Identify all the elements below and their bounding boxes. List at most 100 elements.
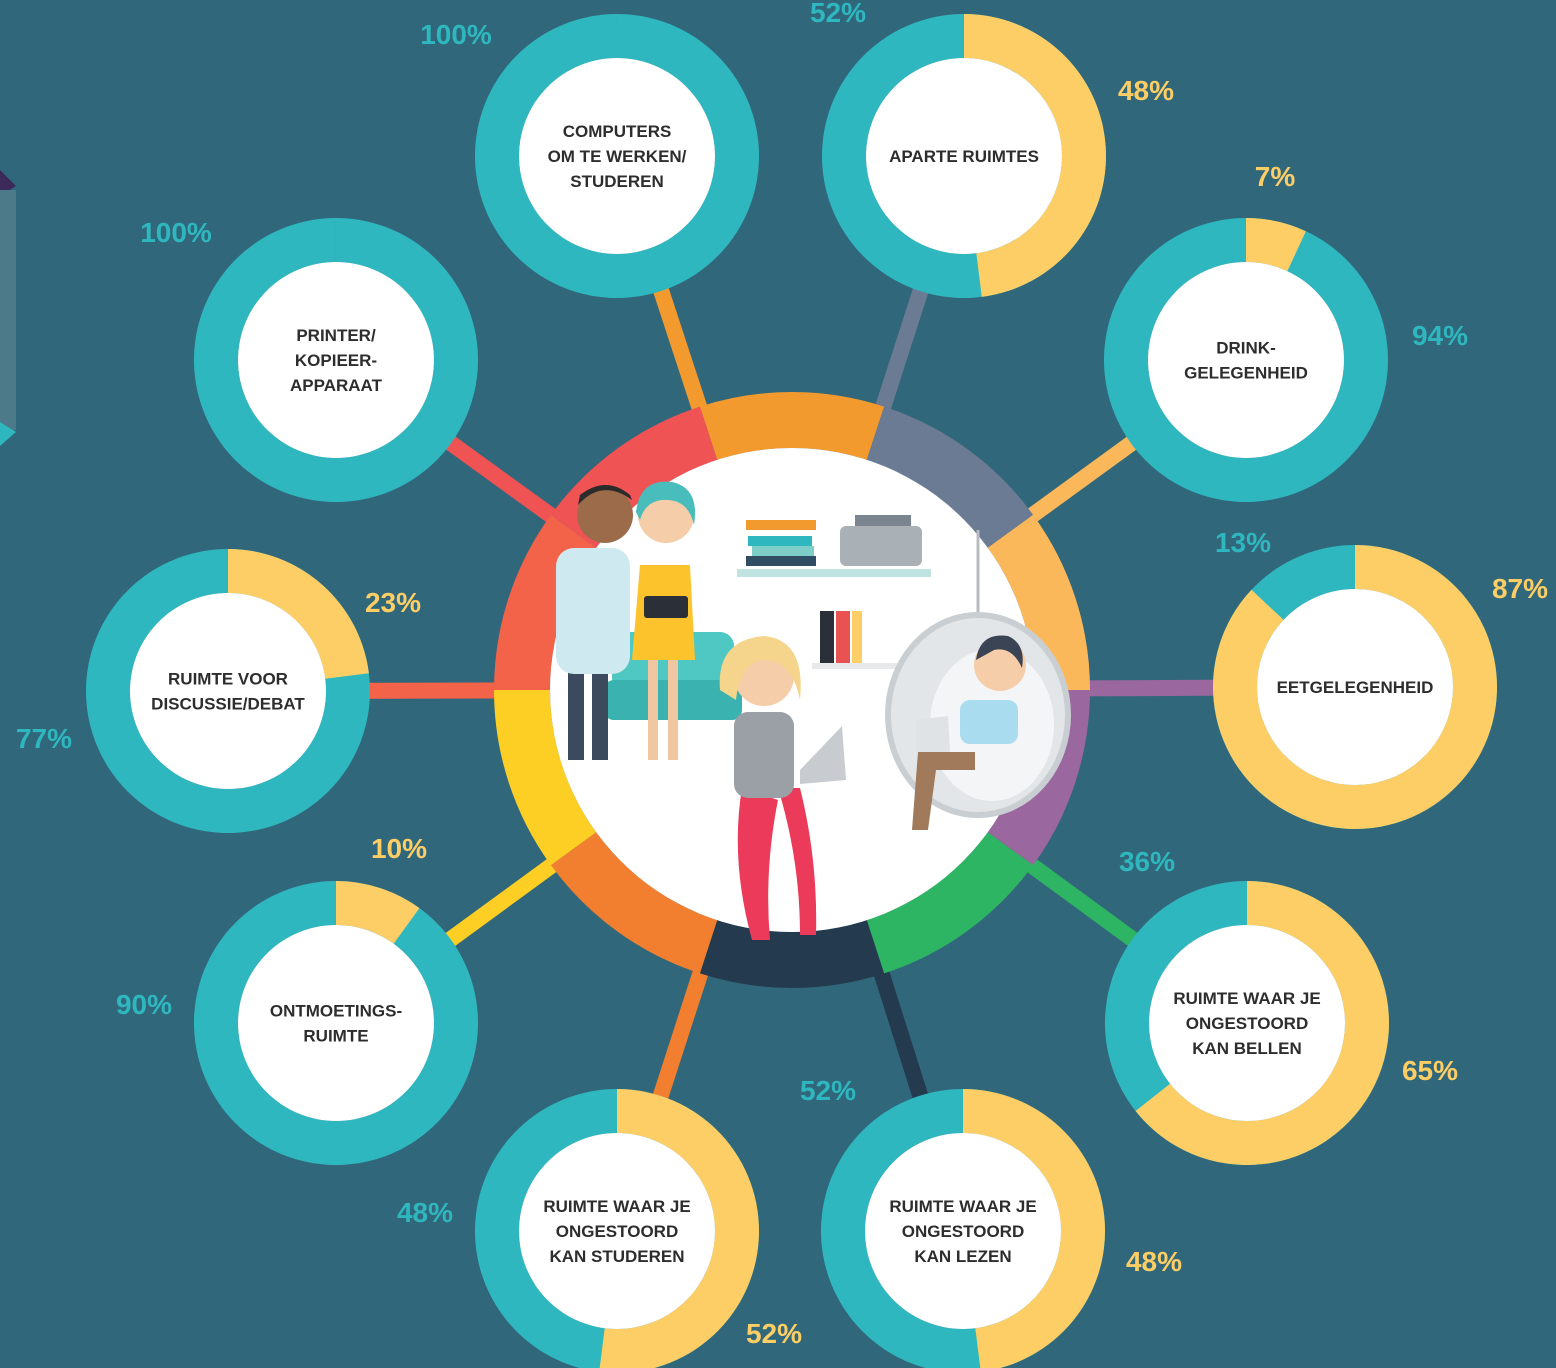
teal-percent-label: 90% <box>116 989 172 1020</box>
hub-segment-7 <box>550 832 718 974</box>
hub-segment-1 <box>699 392 885 460</box>
donut-label-line: KOPIEER- <box>295 351 377 370</box>
donut-yellow-slice <box>1212 545 1497 829</box>
donut-label-line: PRINTER/ <box>296 326 376 345</box>
left-edge-decoration <box>0 170 16 446</box>
yellow-percent-label: 10% <box>371 833 427 864</box>
donut-label: ONTMOETINGS- RUIMTE <box>270 1002 402 1046</box>
donut-teal-slice <box>1103 218 1388 502</box>
donut-label-line: RUIMTE WAAR JE <box>543 1197 690 1216</box>
connector-line-5 <box>1024 857 1141 948</box>
teal-percent-label: 52% <box>810 0 866 28</box>
donut-8: ONTMOETINGS- RUIMTE <box>193 881 478 1165</box>
donut-label-line: KAN STUDEREN <box>549 1247 684 1266</box>
connector-line-6 <box>872 967 930 1102</box>
donut-yellow-slice <box>228 549 369 679</box>
donut-center <box>1149 925 1345 1121</box>
teal-percent-label: 36% <box>1119 846 1175 877</box>
printer-icon <box>840 515 922 566</box>
connector-line-1 <box>652 284 709 414</box>
teal-percent-label: 77% <box>16 723 72 754</box>
hub-segment-5 <box>866 832 1034 974</box>
donut-charts: COMPUTERS OM TE WERKEN/STUDEREN 100% APARTE… <box>16 0 1548 1368</box>
donut-label-line: APPARAAT <box>290 376 383 395</box>
donut-label: APARTE RUIMTES <box>889 147 1039 166</box>
donut-teal-slice <box>193 881 478 1165</box>
donut-center <box>1148 262 1344 458</box>
donut-yellow-slice <box>1246 218 1306 272</box>
donut-teal-slice <box>474 14 759 298</box>
donut-9: RUIMTE VOOR DISCUSSIE/DEBAT <box>85 549 370 833</box>
donut-label-line: APARTE RUIMTES <box>889 147 1039 166</box>
donut-yellow-slice <box>336 881 420 944</box>
donut-2: APARTE RUIMTES <box>821 14 1106 298</box>
donut-yellow-slice <box>599 1089 759 1368</box>
connector-line-3 <box>1025 434 1140 524</box>
donut-label: EETGELEGENHEID <box>1277 678 1434 697</box>
donut-label: RUIMTE WAAR JE ONGESTOORD KAN LEZEN <box>889 1197 1036 1266</box>
donut-label-line: GELEGENHEID <box>1184 364 1308 383</box>
donut-label-line: RUIMTE VOOR <box>168 670 288 689</box>
donut-label-line: ONTMOETINGS- <box>270 1002 402 1021</box>
donut-label-line: COMPUTERS <box>563 122 672 141</box>
teal-percent-label: 52% <box>800 1075 856 1106</box>
yellow-percent-label: 52% <box>746 1318 802 1349</box>
donut-teal-slice <box>193 218 478 502</box>
egg-chair-figure-icon <box>885 530 1071 830</box>
donut-center <box>519 58 715 254</box>
hub-segment-3 <box>987 514 1090 690</box>
donut-center <box>238 262 434 458</box>
teal-percent-label: 100% <box>140 217 212 248</box>
donut-1: COMPUTERS OM TE WERKEN/STUDEREN <box>474 14 759 298</box>
donut-label: PRINTER/KOPIEER- APPARAAT <box>290 326 383 395</box>
donut-label-line: OM TE WERKEN/ <box>548 147 687 166</box>
man-figure-icon <box>556 485 633 760</box>
donut-label: RUIMTE VOOR DISCUSSIE/DEBAT <box>151 670 305 714</box>
connector-line-8 <box>442 856 560 949</box>
teal-percent-label: 94% <box>1412 320 1468 351</box>
woman-tablet-figure-icon <box>632 481 696 760</box>
donut-6: RUIMTE WAAR JE ONGESTOORD KAN LEZEN <box>821 1089 1105 1368</box>
donut-label: DRINK- GELEGENHEID <box>1184 339 1308 383</box>
connector-line-10 <box>443 434 559 525</box>
donut-center <box>238 925 434 1121</box>
yellow-percent-label: 48% <box>1118 75 1174 106</box>
donut-label: COMPUTERS OM TE WERKEN/STUDEREN <box>548 122 687 191</box>
hub-segment-6 <box>699 920 885 988</box>
shelf-icon <box>737 520 931 577</box>
donut-center <box>130 593 326 789</box>
donut-label-line: DRINK- <box>1216 339 1276 358</box>
hub-segment-2 <box>866 406 1034 548</box>
teal-percent-label: 48% <box>397 1197 453 1228</box>
donut-label-line: STUDEREN <box>570 172 664 191</box>
office-illustration <box>550 448 1071 940</box>
binders-icon <box>812 611 902 669</box>
donut-10: PRINTER/KOPIEER- APPARAAT <box>193 218 478 502</box>
donut-center <box>866 58 1062 254</box>
donut-label-line: RUIMTE <box>303 1027 368 1046</box>
yellow-percent-label: 48% <box>1126 1246 1182 1277</box>
donut-7: RUIMTE WAAR JE ONGESTOORD KAN STUDEREN <box>475 1089 759 1368</box>
donut-label-line: RUIMTE WAAR JE <box>889 1197 1036 1216</box>
donut-label-line: ONGESTOORD <box>902 1222 1024 1241</box>
woman-laptop-figure-icon <box>719 636 846 940</box>
donut-label-line: DISCUSSIE/DEBAT <box>151 695 305 714</box>
hub-segment-8 <box>494 690 597 866</box>
teal-percent-label: 100% <box>420 19 492 50</box>
connector-line-2 <box>874 284 930 413</box>
connector-line-4 <box>1085 679 1218 697</box>
teal-percent-label: 13% <box>1215 527 1271 558</box>
donut-yellow-slice <box>1135 881 1389 1165</box>
yellow-percent-label: 7% <box>1255 161 1296 192</box>
donut-4: EETGELEGENHEID <box>1212 545 1497 829</box>
yellow-percent-label: 65% <box>1402 1055 1458 1086</box>
donut-label-line: KAN BELLEN <box>1192 1039 1302 1058</box>
donut-label-line: KAN LEZEN <box>914 1247 1011 1266</box>
yellow-percent-label: 87% <box>1492 573 1548 604</box>
donut-yellow-slice <box>963 1089 1105 1368</box>
donut-label-line: ONGESTOORD <box>556 1222 678 1241</box>
connector-line-7 <box>651 967 710 1103</box>
